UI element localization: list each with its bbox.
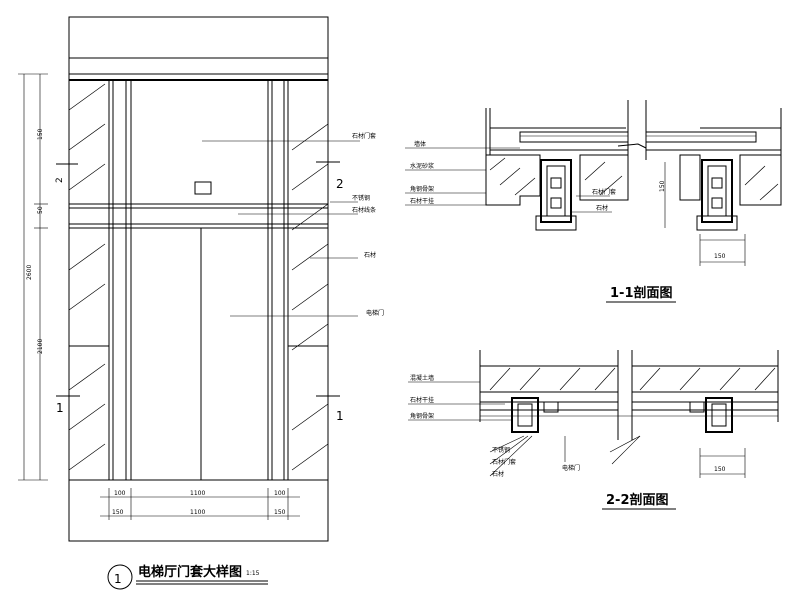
section-mark-left-bottom: 1 xyxy=(56,401,64,415)
s2-concrete-left xyxy=(479,365,619,393)
s1-dim-width: 150 xyxy=(714,253,726,260)
elevation-outer-frame xyxy=(68,16,329,542)
s2-callout-1: 混凝土墙 xyxy=(410,374,434,382)
right-jamb xyxy=(287,79,329,481)
dim-bottom-2: 1100 xyxy=(190,490,205,497)
dim-bottom-total-right: 150 xyxy=(274,509,286,516)
section-2-2-title: 2-2剖面图 xyxy=(606,492,669,508)
s1-wall-left xyxy=(485,154,541,206)
elevation-scale: 1:15 xyxy=(246,570,260,577)
s2-callout-3: 角钢骨架 xyxy=(410,412,434,420)
s2-dim-width: 150 xyxy=(714,466,726,473)
dim-left-2: 2100 xyxy=(37,339,44,354)
elevation-number: 1 xyxy=(114,572,122,586)
s2-callout-4: 不锈钢 xyxy=(492,446,510,454)
s1-callout-6: 石材 xyxy=(596,204,608,212)
section-mark-right-bottom: 1 xyxy=(336,409,344,423)
section-mark-right-top: 2 xyxy=(336,177,344,191)
elev-callout-4: 石材 xyxy=(364,251,376,259)
s1-steel-box-right xyxy=(701,159,733,223)
left-jamb xyxy=(68,79,110,481)
s1-wall-mid-left xyxy=(579,154,629,201)
s1-callout-5: 石材门套 xyxy=(592,188,616,196)
section-1-1: 墙体 水泥砂浆 角钢骨架 石材干挂 石材门套 石材 150 150 1-1剖面图 xyxy=(405,100,782,303)
s1-stone-band-right xyxy=(645,131,757,143)
elevation-view: 石材门套 不锈钢 石材线条 石材 电梯门 2 2 1 1 2600 150 21… xyxy=(18,16,384,590)
s1-callout-1: 墙体 xyxy=(414,140,426,148)
section-mark-left-top: 2 xyxy=(55,177,65,183)
s1-steel-box-left xyxy=(540,159,572,223)
s2-steel-box-left xyxy=(511,397,539,433)
dim-bottom-1: 100 xyxy=(114,490,126,497)
elev-callout-3: 石材线条 xyxy=(352,206,376,214)
dim-left-1: 150 xyxy=(37,128,44,140)
s2-callout-5: 石材门套 xyxy=(492,458,516,466)
floor-indicator-box xyxy=(194,181,212,195)
s2-concrete-right xyxy=(631,365,779,393)
section-1-1-title: 1-1剖面图 xyxy=(610,285,673,301)
s1-callout-3: 角钢骨架 xyxy=(410,185,434,193)
dim-left-3: 50 xyxy=(37,206,44,214)
elevation-number-circle xyxy=(107,564,133,590)
elev-callout-1: 石材门套 xyxy=(352,132,376,140)
elev-callout-5: 电梯门 xyxy=(366,309,384,317)
elevation-title: 电梯厅门套大样图 xyxy=(138,564,242,580)
s1-stone-band-left xyxy=(519,131,629,143)
s1-callout-2: 水泥砂浆 xyxy=(410,162,434,170)
left-jamb-hatch xyxy=(68,83,106,471)
dim-bottom-total-left: 150 xyxy=(112,509,124,516)
section-2-2: 混凝土墙 石材干挂 角钢骨架 不锈钢 石材门套 石材 电梯门 150 2-2剖面… xyxy=(408,350,779,510)
s2-callout-7: 电梯门 xyxy=(562,464,580,472)
dim-left-total: 2600 xyxy=(26,265,33,280)
elev-callout-2: 不锈钢 xyxy=(352,194,370,202)
s1-wall-mid-right xyxy=(679,154,701,201)
dim-bottom-total-mid: 1100 xyxy=(190,509,205,516)
s2-steel-box-right xyxy=(705,397,733,433)
right-jamb-hatch xyxy=(291,123,329,471)
s2-callout-6: 石材 xyxy=(492,470,504,478)
s1-callout-4: 石材干挂 xyxy=(410,197,434,205)
s1-wall-right xyxy=(739,154,782,206)
dim-bottom-3: 100 xyxy=(274,490,286,497)
s1-dim-height: 150 xyxy=(659,180,666,192)
s2-callout-2: 石材干挂 xyxy=(410,396,434,404)
